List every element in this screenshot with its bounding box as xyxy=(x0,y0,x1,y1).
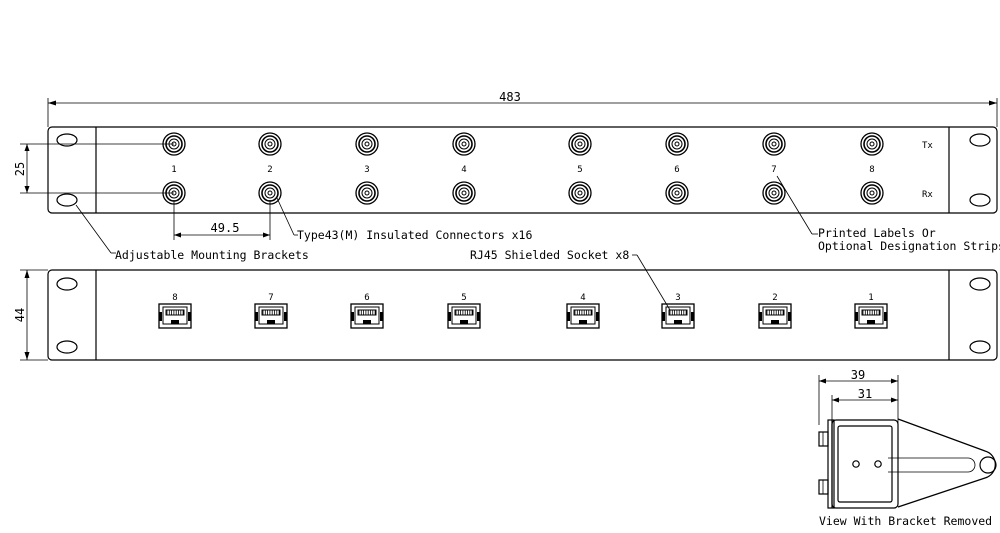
type43-connector xyxy=(452,132,476,156)
socket-number-row: 8 7 6 5 4 3 2 1 xyxy=(172,293,873,303)
mounting-slot xyxy=(969,277,991,291)
mounting-slot xyxy=(56,277,78,291)
panel-height-label: 44 xyxy=(13,308,27,322)
row-pitch-dimension: 25 xyxy=(13,143,174,194)
type43-connector xyxy=(665,181,689,205)
type43-connector xyxy=(762,181,786,205)
labels-callout-line1: Printed Labels Or xyxy=(818,226,936,240)
row-pitch-label: 25 xyxy=(13,162,27,176)
connector-spacing-label: 49.5 xyxy=(211,221,240,235)
panel-height-dimension: 44 xyxy=(13,269,48,361)
rj45-socket xyxy=(254,303,288,329)
rj45-socket xyxy=(758,303,792,329)
depth-outer-label: 39 xyxy=(851,368,865,382)
mounting-slot xyxy=(969,133,991,147)
type43-connector xyxy=(258,132,282,156)
side-view: 39 31 View With Bracket Removed xyxy=(818,368,997,528)
connector-number: 8 xyxy=(869,165,874,175)
socket-number: 1 xyxy=(868,293,873,303)
connectors-callout: Type43(M) Insulated Connectors x16 xyxy=(276,197,532,242)
mounting-slot xyxy=(56,133,78,147)
connectors-callout-text: Type43(M) Insulated Connectors x16 xyxy=(297,228,532,242)
connector-number: 2 xyxy=(267,165,272,175)
rj45-socket xyxy=(447,303,481,329)
rj45-callout: RJ45 Shielded Socket x8 xyxy=(470,248,671,311)
socket-number: 5 xyxy=(461,293,466,303)
rj45-socket xyxy=(350,303,384,329)
mounting-slot xyxy=(56,193,78,207)
labels-callout-line2: Optional Designation Strips xyxy=(818,239,1000,253)
side-view-caption: View With Bracket Removed xyxy=(819,514,992,528)
connector-number: 5 xyxy=(577,165,582,175)
mounting-slot xyxy=(56,340,78,354)
type43-connector xyxy=(665,132,689,156)
socket-number: 6 xyxy=(364,293,369,303)
rj45-socket xyxy=(661,303,695,329)
bottom-panel: 8 7 6 5 4 3 2 1 xyxy=(47,269,998,361)
brackets-callout-text: Adjustable Mounting Brackets xyxy=(115,248,309,262)
socket-number: 8 xyxy=(172,293,177,303)
type43-connector xyxy=(860,132,884,156)
type43-connector xyxy=(860,181,884,205)
rj45-socket xyxy=(566,303,600,329)
type43-connector xyxy=(452,181,476,205)
type43-connector xyxy=(762,132,786,156)
connector-number: 1 xyxy=(171,165,176,175)
mounting-slot xyxy=(969,193,991,207)
brackets-callout: Adjustable Mounting Brackets xyxy=(75,204,309,262)
rx-connector-row xyxy=(162,181,884,205)
connector-number: 4 xyxy=(461,165,466,175)
connector-number-row: 1 2 3 4 5 6 7 8 xyxy=(171,165,874,175)
type43-connector xyxy=(355,181,379,205)
type43-connector xyxy=(568,132,592,156)
overall-width-label: 483 xyxy=(499,90,521,104)
mounting-slot xyxy=(969,340,991,354)
type43-connector xyxy=(355,132,379,156)
overall-width-dimension: 483 xyxy=(47,90,998,127)
connector-number: 6 xyxy=(674,165,679,175)
top-panel: 1 2 3 4 5 6 7 8 Tx Rx xyxy=(47,126,998,214)
rj45-socket xyxy=(158,303,192,329)
socket-number: 2 xyxy=(772,293,777,303)
connector-number: 3 xyxy=(364,165,369,175)
socket-number: 7 xyxy=(268,293,273,303)
socket-number: 3 xyxy=(675,293,680,303)
tx-connector-row xyxy=(162,132,884,156)
rj45-socket-row xyxy=(158,303,888,329)
connector-number: 7 xyxy=(771,165,776,175)
labels-callout: Printed Labels Or Optional Designation S… xyxy=(776,175,1000,253)
tx-label: Tx xyxy=(922,141,933,151)
depth-inner-label: 31 xyxy=(858,387,872,401)
connector-spacing-dimension: 49.5 xyxy=(173,200,271,240)
rj45-socket xyxy=(854,303,888,329)
socket-number: 4 xyxy=(580,293,585,303)
type43-connector xyxy=(568,181,592,205)
rx-label: Rx xyxy=(922,190,933,200)
rj45-callout-text: RJ45 Shielded Socket x8 xyxy=(470,248,629,262)
